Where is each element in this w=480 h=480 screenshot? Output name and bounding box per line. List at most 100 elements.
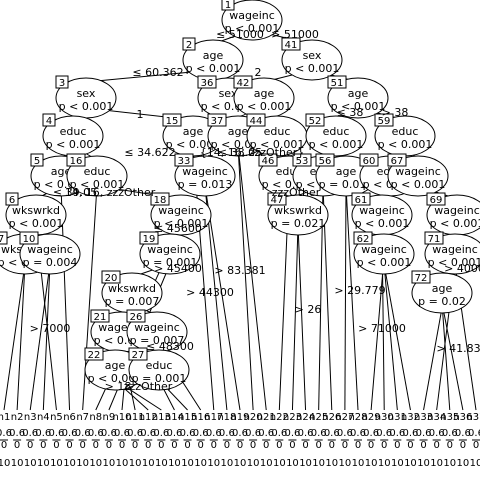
leaf-tail: 10 <box>142 458 155 469</box>
leaf-tail: 10 <box>24 458 37 469</box>
leaf-value: 0.6 <box>153 428 169 439</box>
edge-label: ≤ 38 <box>337 106 364 119</box>
leaf-value: 0.6 <box>9 428 25 439</box>
node-id: 71 <box>428 234 441 245</box>
leaf-tail: 10 <box>457 458 470 469</box>
edge-label: 14, 16, zzzOther <box>65 186 156 199</box>
leaf-value-low: 0 <box>447 440 453 451</box>
leaf-label: n4 <box>37 412 50 423</box>
node-variable: wageinc <box>434 204 480 217</box>
leaf-tail: 10 <box>352 458 365 469</box>
leaf-value: 0.6 <box>337 428 353 439</box>
node-id-box <box>246 113 266 127</box>
node-id-box <box>411 270 431 284</box>
node-id-box <box>387 153 407 167</box>
node-id: 69 <box>430 195 443 206</box>
node-variable: educ <box>60 125 87 138</box>
leaf-edge <box>3 263 26 411</box>
node-id: 27 <box>132 350 145 361</box>
leaf-value-low: 0 <box>460 440 466 451</box>
leaf-value-low: 0 <box>381 440 387 451</box>
leaf-value: 0.6 <box>75 428 91 439</box>
leaf-value: 0.6 <box>62 428 78 439</box>
leaf-label: n31 <box>388 412 407 423</box>
node-id-box <box>182 37 196 51</box>
node-id-box <box>424 231 444 245</box>
node-variable: age <box>336 165 357 178</box>
node-id: 7 <box>0 234 4 245</box>
leaf-value-low: 0 <box>53 440 59 451</box>
node-id: 2 <box>186 40 192 51</box>
leaf-value: 0.6 <box>127 428 143 439</box>
node-pvalue: p < 0.001 <box>331 100 386 113</box>
node-pvalue: p = 0.001 <box>143 256 198 269</box>
node-id: 41 <box>285 40 298 51</box>
leaf-value: 0.6 <box>258 428 274 439</box>
leaf-tail: 10 <box>0 458 10 469</box>
node-id-box <box>150 192 170 206</box>
leaf-edge <box>204 185 241 411</box>
leaf-value-low: 0 <box>420 440 426 451</box>
node-id: 16 <box>70 156 83 167</box>
node-variable: educ <box>146 359 173 372</box>
leaf-tail: 10 <box>273 458 286 469</box>
edge-label: > 83.381 <box>214 264 265 277</box>
node-id-box <box>139 231 159 245</box>
node-variable: wageinc <box>229 9 275 22</box>
node-id-box <box>128 347 148 361</box>
edge-label: {14, 16, zzzOther} <box>200 146 305 159</box>
node-id-box <box>233 75 253 89</box>
node-pvalue: p < 0.001 <box>70 178 125 191</box>
node-variable: wageinc <box>361 243 407 256</box>
leaf-value: 0.6 <box>284 428 300 439</box>
leaf-label: n22 <box>270 412 289 423</box>
leaf-value-low: 0 <box>14 440 20 451</box>
leaf-value-low: 0 <box>407 440 413 451</box>
node-variable: educ <box>392 125 419 138</box>
leaf-value: 0.6 <box>88 428 104 439</box>
leaf-value: 0.6 <box>114 428 130 439</box>
node-id: 19 <box>143 234 156 245</box>
node-pvalue: p < 0.001 <box>250 138 305 151</box>
node-id-box <box>101 270 121 284</box>
leaf-edge <box>237 145 254 411</box>
node-id-box <box>267 192 287 206</box>
leaf-value-low: 0 <box>250 440 256 451</box>
edge-label: ≤ 38.05 <box>218 146 262 159</box>
leaf-value: 0.6 <box>376 428 392 439</box>
node-id-box <box>42 113 56 127</box>
edge-label: 1 <box>137 108 144 121</box>
node-id: 3 <box>59 78 65 89</box>
node-id: 61 <box>355 195 368 206</box>
leaf-label: n12 <box>139 412 158 423</box>
leaf-value: 0.6 <box>166 428 182 439</box>
node-variable: age <box>254 87 275 100</box>
leaf-tail: 10 <box>207 458 220 469</box>
node-id-box <box>207 113 227 127</box>
node-id-box <box>315 153 335 167</box>
node-id: 15 <box>166 116 179 127</box>
leaf-label: n18 <box>217 412 236 423</box>
leaf-label: n2 <box>11 412 24 423</box>
leaf-value-low: 0 <box>132 440 138 451</box>
edge-label: > 18 <box>105 380 132 393</box>
leaf-tail: 10 <box>312 458 325 469</box>
edge-label: > 38 <box>382 106 409 119</box>
edge-label: ≤ 34.622 <box>124 146 175 159</box>
leaf-value: 0.6 <box>193 428 209 439</box>
node-pvalue: p < 0.001 <box>225 22 280 35</box>
leaf-tail: 10 <box>417 458 430 469</box>
leaf-label: n27 <box>335 412 354 423</box>
node-id: 21 <box>94 312 107 323</box>
leaf-value-low: 0 <box>171 440 177 451</box>
edge-label: > 45400 <box>154 262 202 275</box>
node-id-box <box>55 75 69 89</box>
leaf-tail: 10 <box>89 458 102 469</box>
leaf-label: n3 <box>24 412 37 423</box>
